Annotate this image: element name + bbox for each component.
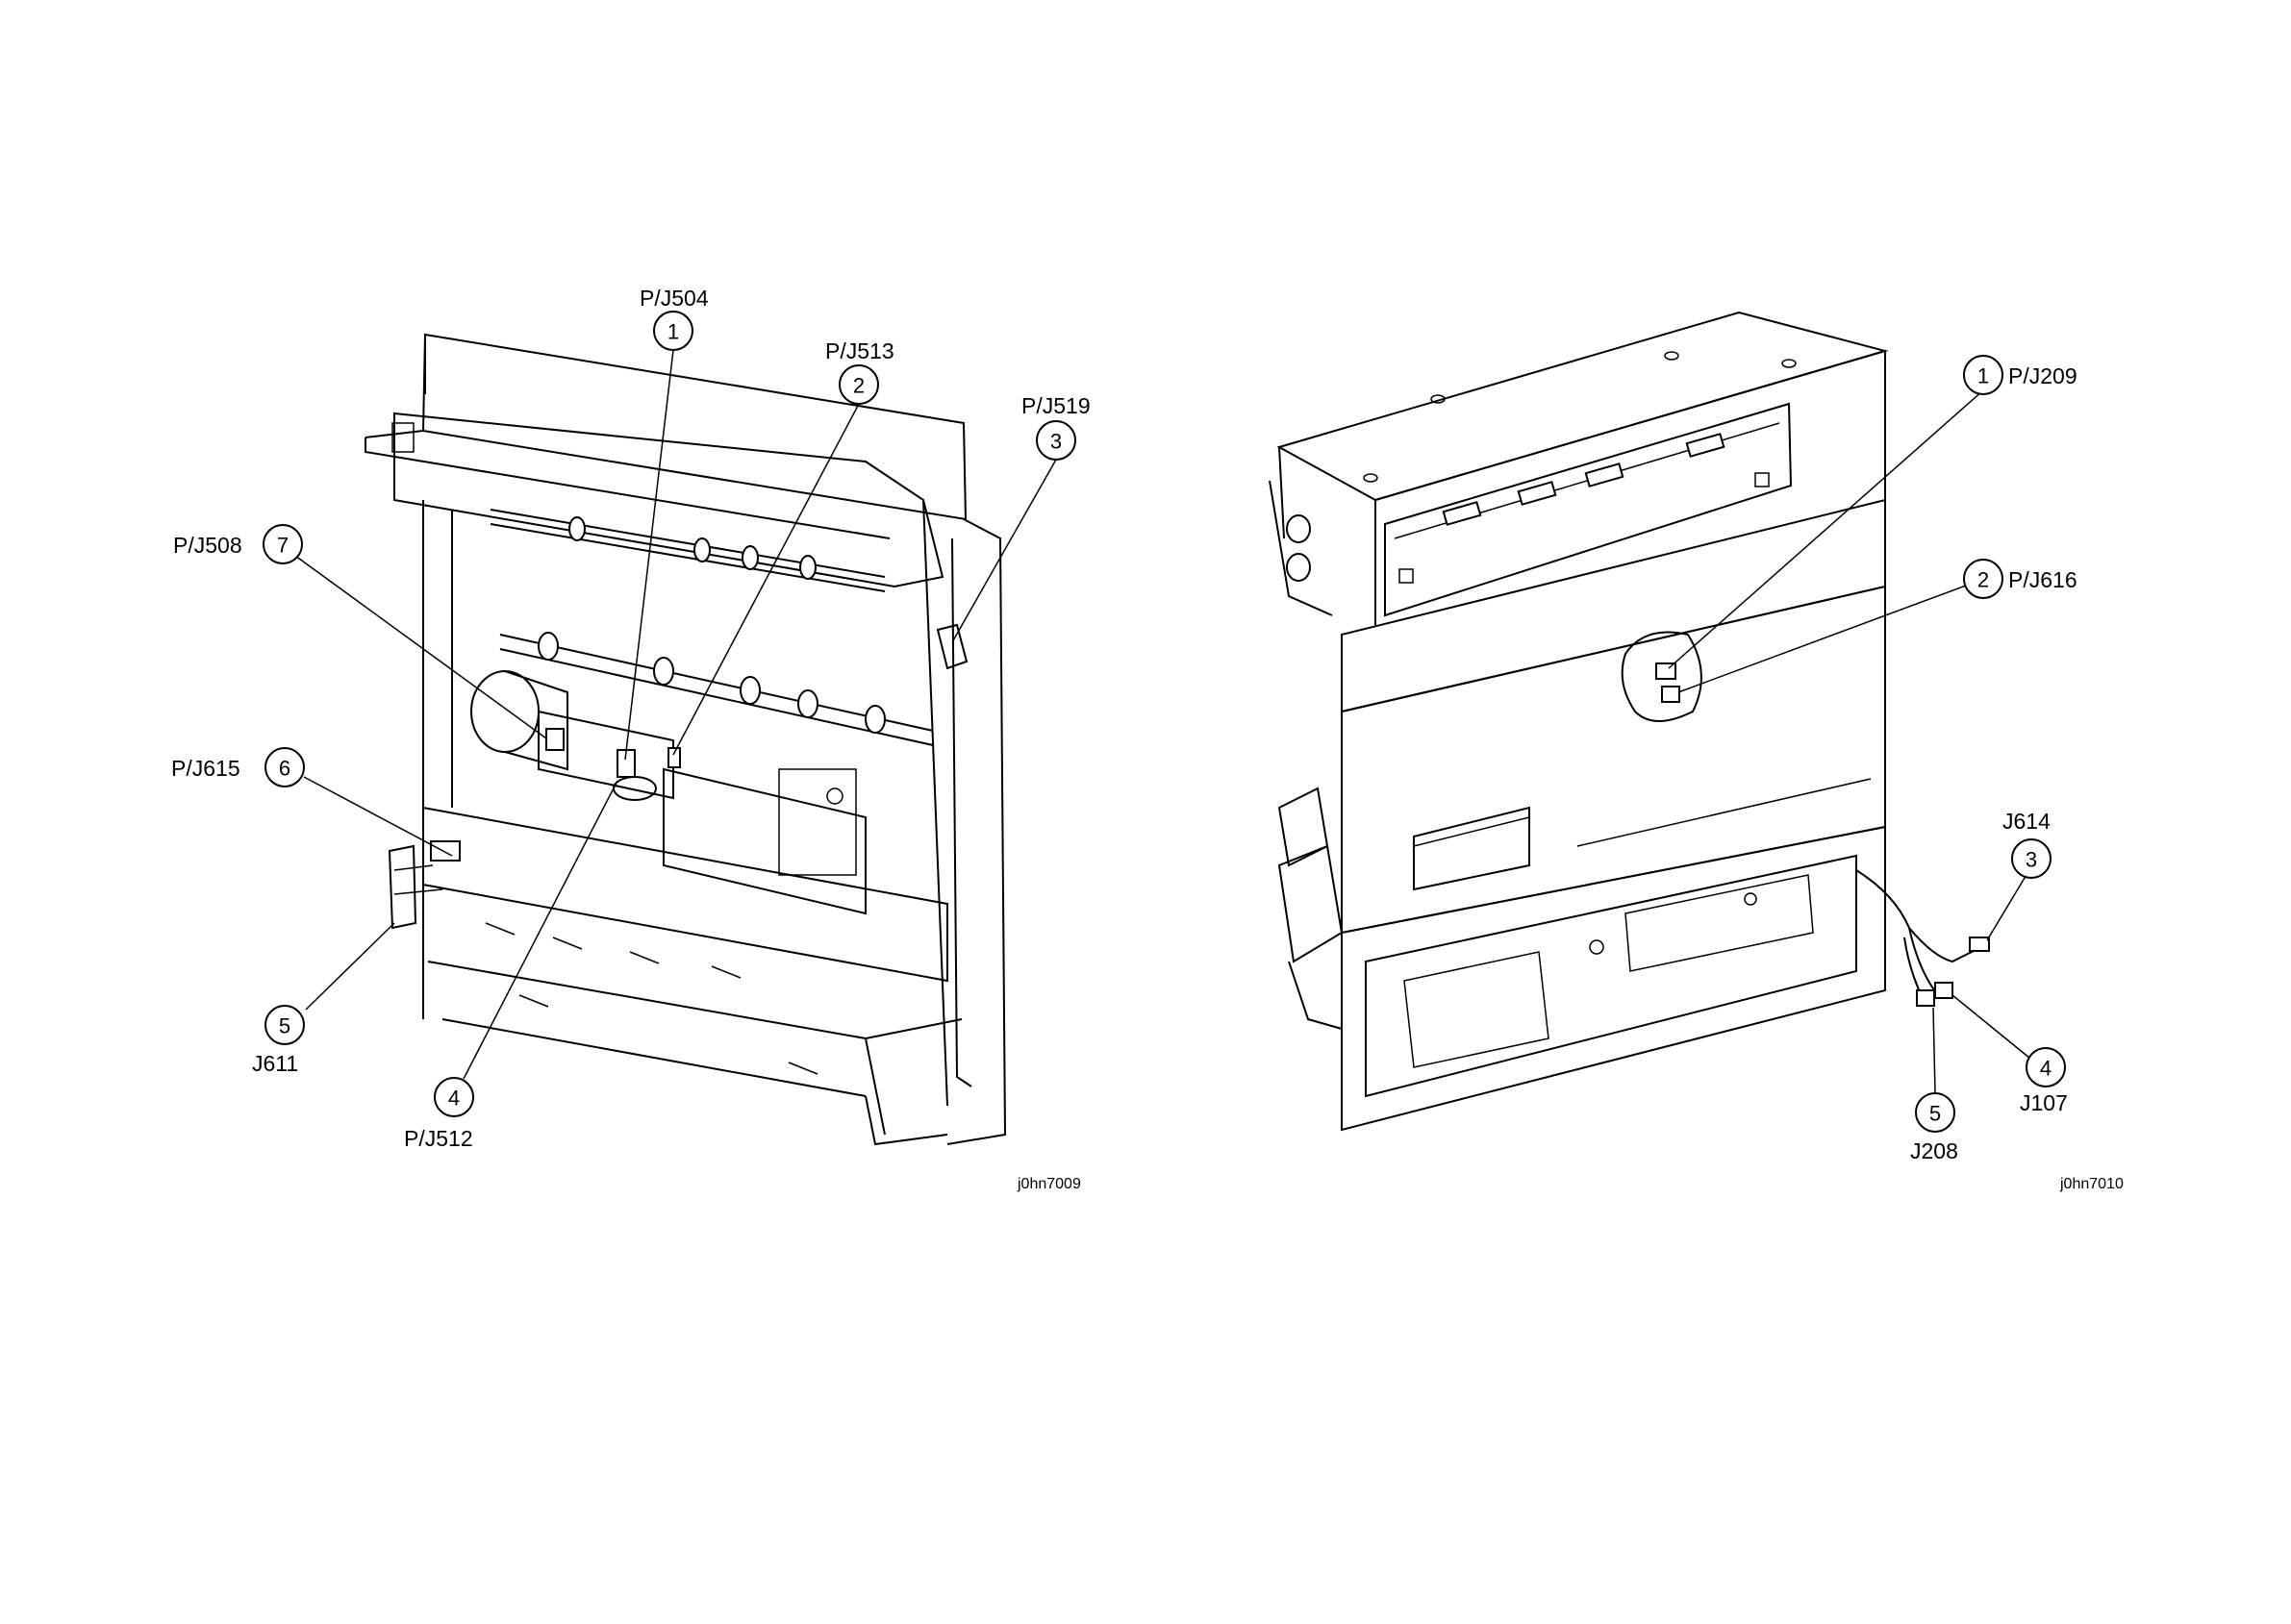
left-callout-1: 1 P/J504 bbox=[640, 286, 709, 350]
callout-label: P/J504 bbox=[640, 286, 709, 311]
callout-number: 7 bbox=[277, 534, 289, 558]
callout-number: 4 bbox=[448, 1087, 460, 1111]
left-callout-4: 4 P/J512 bbox=[404, 1078, 473, 1151]
callout-label: P/J209 bbox=[2008, 363, 2077, 388]
callout-number: 5 bbox=[1929, 1102, 1941, 1126]
right-callout-4: 4 J107 bbox=[2020, 1048, 2068, 1115]
callout-label: P/J513 bbox=[825, 338, 894, 363]
callout-label: J611 bbox=[252, 1051, 298, 1076]
callout-label: P/J615 bbox=[171, 756, 240, 781]
callout-number: 3 bbox=[2026, 848, 2037, 872]
callout-number: 1 bbox=[1977, 364, 1989, 388]
callout-label: P/J519 bbox=[1021, 393, 1091, 418]
left-callout-2: 2 P/J513 bbox=[825, 338, 894, 404]
callout-label: P/J512 bbox=[404, 1126, 473, 1151]
right-callout-1: 1 P/J209 bbox=[1964, 356, 2077, 394]
callout-label: J614 bbox=[2002, 809, 2051, 834]
left-callout-5: 5 J611 bbox=[252, 1006, 304, 1076]
figure-code: j0hn7010 bbox=[2059, 1176, 2124, 1192]
callout-number: 6 bbox=[279, 757, 290, 781]
right-leader-lines bbox=[1669, 390, 2035, 1093]
left-callout-6: 6 P/J615 bbox=[171, 748, 304, 787]
callout-number: 1 bbox=[667, 320, 679, 344]
callout-label: J107 bbox=[2020, 1090, 2068, 1115]
right-callout-3: 3 J614 bbox=[2002, 809, 2051, 878]
right-callout-5: 5 J208 bbox=[1910, 1093, 1958, 1163]
left-unit-drawing bbox=[365, 335, 1005, 1144]
figure-code: j0hn7009 bbox=[1017, 1176, 1081, 1192]
callout-label: P/J616 bbox=[2008, 567, 2077, 592]
left-callout-7: 7 P/J508 bbox=[173, 525, 302, 563]
right-callout-2: 2 P/J616 bbox=[1964, 560, 2077, 598]
callout-number: 3 bbox=[1050, 430, 1062, 454]
callout-number: 2 bbox=[853, 374, 865, 398]
callout-number: 2 bbox=[1977, 568, 1989, 592]
callout-number: 5 bbox=[279, 1014, 290, 1038]
callout-label: J208 bbox=[1910, 1138, 1958, 1163]
right-unit-drawing bbox=[1270, 312, 1989, 1130]
callout-label: P/J508 bbox=[173, 533, 242, 558]
left-callout-3: 3 P/J519 bbox=[1021, 393, 1091, 460]
callout-number: 4 bbox=[2040, 1057, 2052, 1081]
